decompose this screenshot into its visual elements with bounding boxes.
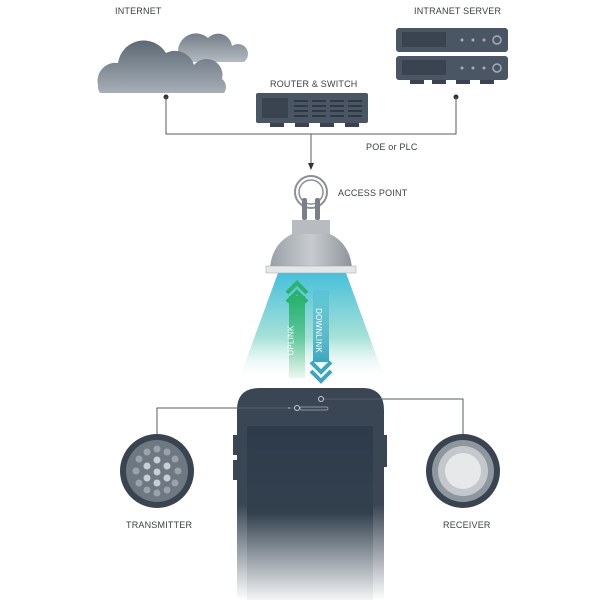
internet-cloud-icon bbox=[97, 33, 248, 93]
transmitter-led-icon bbox=[120, 434, 194, 508]
network-lines bbox=[163, 94, 459, 170]
intranet-server-label: INTRANET SERVER bbox=[414, 6, 502, 16]
access-point-label: ACCESS POINT bbox=[338, 188, 408, 198]
receiver-photodiode-icon bbox=[426, 434, 500, 508]
internet-label: INTERNET bbox=[115, 6, 162, 16]
uplink-label: UPLINK bbox=[286, 325, 296, 356]
downlink-arrow-icon bbox=[309, 290, 333, 384]
intranet-server-icon bbox=[396, 28, 508, 84]
downlink-label: DOWNLINK bbox=[313, 308, 323, 353]
poe-plc-label: POE or PLC bbox=[366, 142, 418, 152]
light-beam bbox=[238, 273, 386, 382]
router-switch-label: ROUTER & SWITCH bbox=[270, 79, 358, 89]
router-switch-icon bbox=[256, 93, 368, 127]
access-point-lamp-icon bbox=[265, 175, 357, 274]
component-lines bbox=[156, 398, 464, 437]
smartphone-icon bbox=[233, 388, 387, 600]
receiver-label: RECEIVER bbox=[443, 520, 491, 530]
transmitter-label: TRANSMITTER bbox=[126, 520, 193, 530]
uplink-arrow-icon bbox=[285, 280, 309, 378]
